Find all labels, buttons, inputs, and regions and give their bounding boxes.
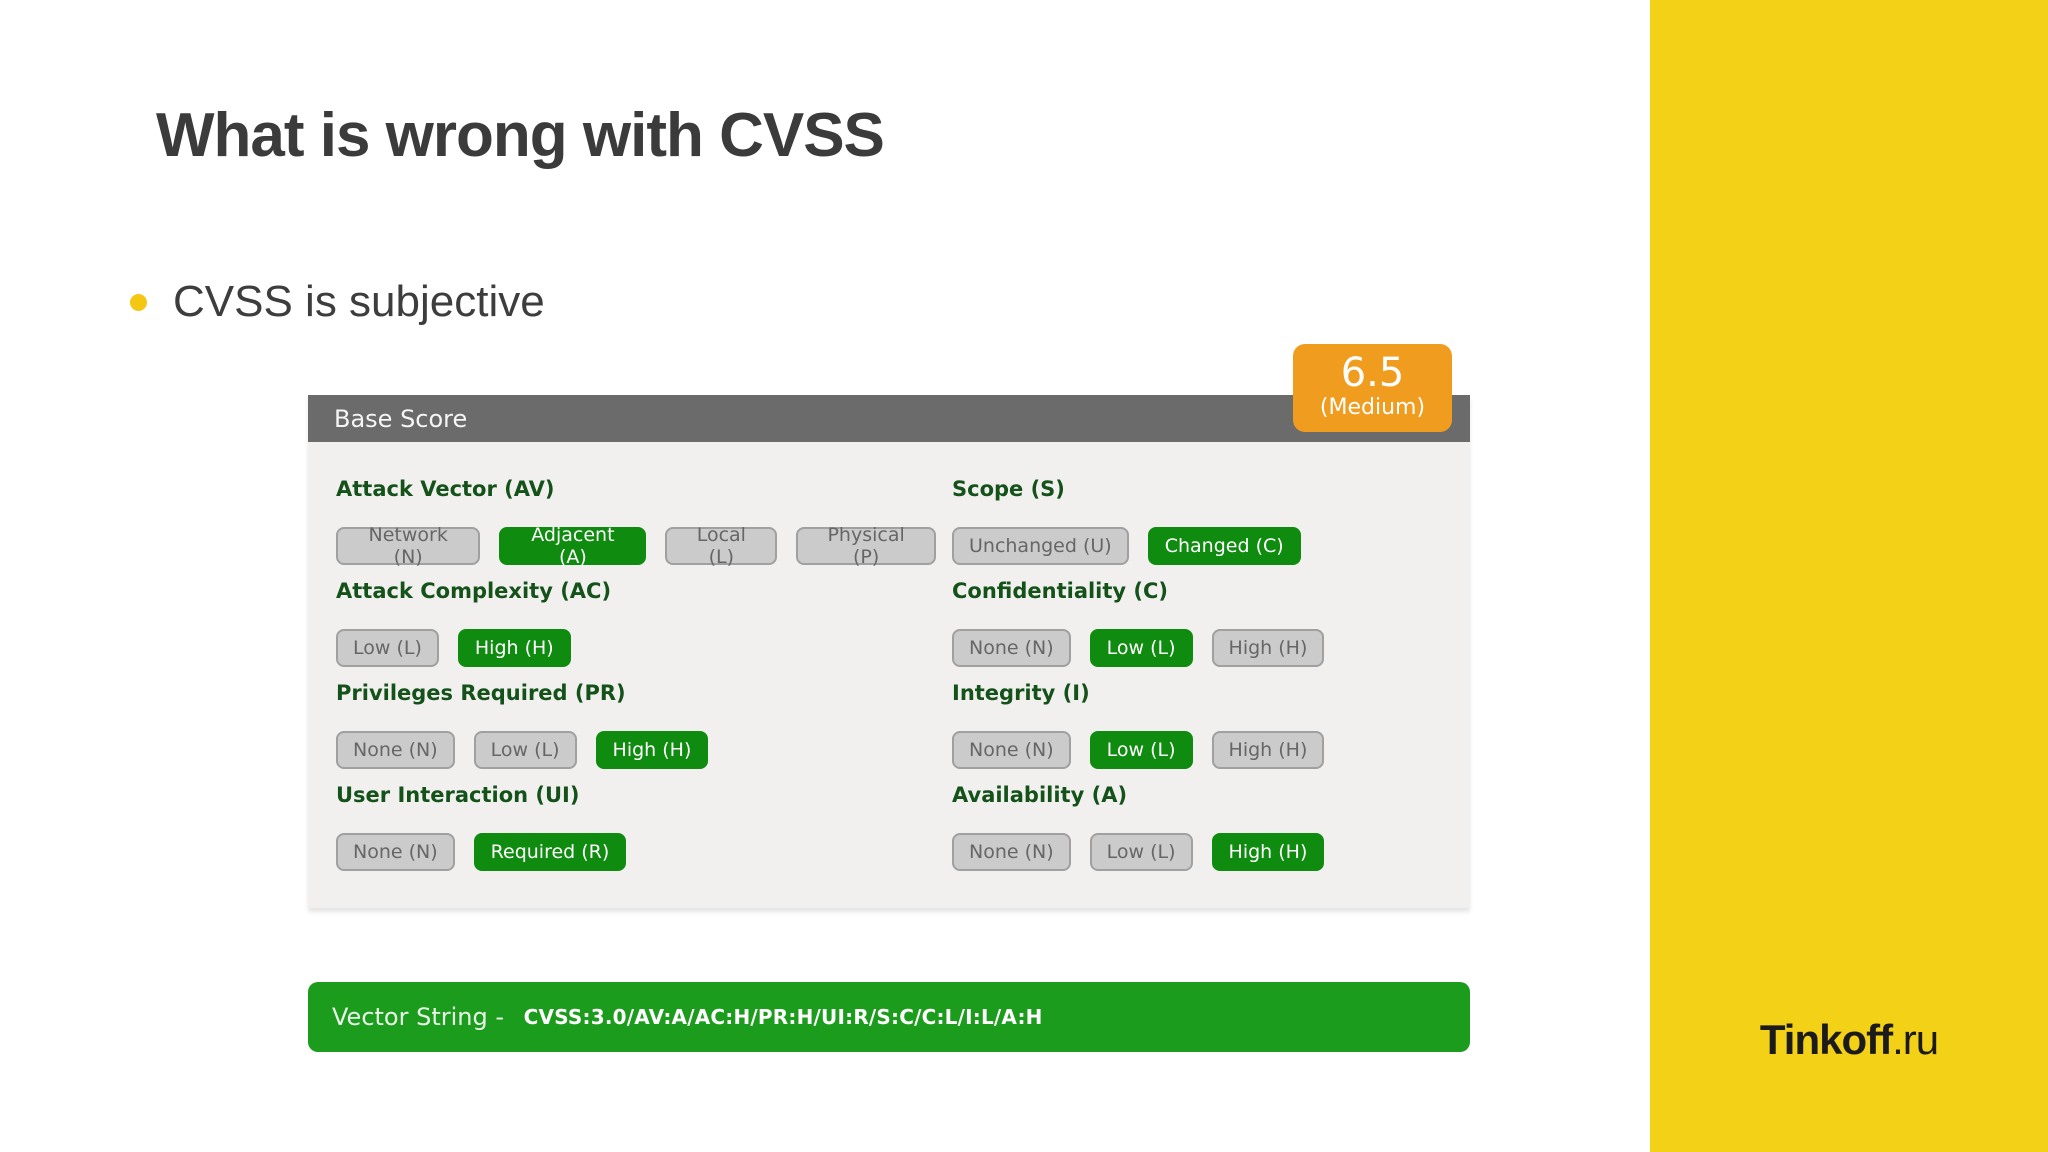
bullet-icon <box>130 293 147 311</box>
metric-group-attack-complexity-ac: Attack Complexity (AC) Low (L) High (H) <box>336 578 936 667</box>
option-availability-a-high-h[interactable]: High (H) <box>1211 833 1325 871</box>
metric-heading-attack-complexity-ac: Attack Complexity (AC) <box>336 579 612 603</box>
metric-heading-attack-vector-av: Attack Vector (AV) <box>336 477 555 501</box>
score-severity-label: (Medium) <box>1319 395 1426 420</box>
option-confidentiality-c-none-n[interactable]: None (N) <box>952 629 1071 667</box>
metric-group-privileges-required-pr: Privileges Required (PR) None (N) Low (L) H… <box>336 680 936 769</box>
option-attack-vector-av-physical-p[interactable]: Physical (P) <box>796 524 936 568</box>
metric-group-attack-vector-av: Attack Vector (AV) Network (N) Adjacent (A… <box>336 476 936 568</box>
option-integrity-i-none-n[interactable]: None (N) <box>952 731 1071 769</box>
metric-options-availability-a: None (N) Low (L) High (H) <box>952 833 1552 871</box>
vector-string-bar: Vector String - CVSS:3.0/AV:A/AC:H/PR:H/… <box>308 982 1470 1052</box>
option-user-interaction-ui-none-n[interactable]: None (N) <box>336 833 455 871</box>
metric-options-user-interaction-ui: None (N) Required (R) <box>336 833 936 871</box>
bullet-item: CVSS is subjective <box>130 272 545 332</box>
option-privileges-required-pr-none-n[interactable]: None (N) <box>336 731 455 769</box>
metric-heading-availability-a: Availability (A) <box>952 783 1128 807</box>
base-score-panel: Base Score Attack Vector (AV) Network (N)… <box>308 395 1470 908</box>
metric-heading-scope-s: Scope (S) <box>952 477 1065 501</box>
metric-group-scope-s: Scope (S) Unchanged (U) Changed (C) <box>952 476 1552 565</box>
slide-title: What is wrong with CVSS <box>156 101 885 170</box>
score-value: 6.5 <box>1340 350 1405 396</box>
bullet-text: CVSS is subjective <box>173 277 545 326</box>
option-privileges-required-pr-high-h[interactable]: High (H) <box>595 731 709 769</box>
option-integrity-i-low-l[interactable]: Low (L) <box>1089 731 1193 769</box>
metric-options-attack-complexity-ac: Low (L) High (H) <box>336 629 936 667</box>
option-attack-vector-av-local-l[interactable]: Local (L) <box>665 524 778 568</box>
option-scope-s-unchanged-u[interactable]: Unchanged (U) <box>952 527 1129 565</box>
metric-heading-confidentiality-c: Confidentiality (C) <box>952 579 1169 603</box>
brand-color-band <box>1650 0 2048 1152</box>
option-attack-vector-av-adjacent-a[interactable]: Adjacent (A) <box>499 524 647 568</box>
panel-header: Base Score <box>308 395 1470 442</box>
tinkoff-logo: Tinkoff.ru <box>1650 1016 2048 1064</box>
option-scope-s-changed-c[interactable]: Changed (C) <box>1147 527 1301 565</box>
option-availability-a-none-n[interactable]: None (N) <box>952 833 1071 871</box>
metric-column-left: Attack Vector (AV) Network (N) Adjacent (A… <box>336 442 936 884</box>
option-attack-complexity-ac-high-h[interactable]: High (H) <box>457 629 571 667</box>
metric-heading-user-interaction-ui: User Interaction (UI) <box>336 783 580 807</box>
metric-group-confidentiality-c: Confidentiality (C) None (N) Low (L) High (… <box>952 578 1552 667</box>
option-availability-a-low-l[interactable]: Low (L) <box>1089 833 1193 871</box>
option-confidentiality-c-high-h[interactable]: High (H) <box>1211 629 1325 667</box>
score-badge: 6.5 (Medium) <box>1293 344 1452 432</box>
option-integrity-i-high-h[interactable]: High (H) <box>1211 731 1325 769</box>
metric-heading-integrity-i: Integrity (I) <box>952 681 1090 705</box>
metric-group-availability-a: Availability (A) None (N) Low (L) High (H) <box>952 782 1552 871</box>
metric-column-right: Scope (S) Unchanged (U) Changed (C) Confide… <box>952 442 1552 884</box>
vector-string-value: CVSS:3.0/AV:A/AC:H/PR:H/UI:R/S:C/C:L/I:L… <box>523 1005 1043 1029</box>
logo-name: Tinkoff <box>1759 1016 1893 1063</box>
option-user-interaction-ui-required-r[interactable]: Required (R) <box>473 833 627 871</box>
metric-options-attack-vector-av: Network (N) Adjacent (A) Local (L) Physical… <box>336 524 936 568</box>
option-attack-complexity-ac-low-l[interactable]: Low (L) <box>336 629 439 667</box>
vector-string-label: Vector String - <box>332 1003 512 1031</box>
metric-options-scope-s: Unchanged (U) Changed (C) <box>952 527 1552 565</box>
option-attack-vector-av-network-n[interactable]: Network (N) <box>336 524 481 568</box>
metric-group-user-interaction-ui: User Interaction (UI) None (N) Required (R… <box>336 782 936 871</box>
metric-group-integrity-i: Integrity (I) None (N) Low (L) High (H) <box>952 680 1552 769</box>
metric-heading-privileges-required-pr: Privileges Required (PR) <box>336 681 626 705</box>
panel-header-label: Base Score <box>334 404 468 433</box>
logo-suffix: .ru <box>1892 1016 1939 1063</box>
option-confidentiality-c-low-l[interactable]: Low (L) <box>1089 629 1193 667</box>
metric-options-privileges-required-pr: None (N) Low (L) High (H) <box>336 731 936 769</box>
metric-options-confidentiality-c: None (N) Low (L) High (H) <box>952 629 1552 667</box>
option-privileges-required-pr-low-l[interactable]: Low (L) <box>473 731 577 769</box>
metric-options-integrity-i: None (N) Low (L) High (H) <box>952 731 1552 769</box>
